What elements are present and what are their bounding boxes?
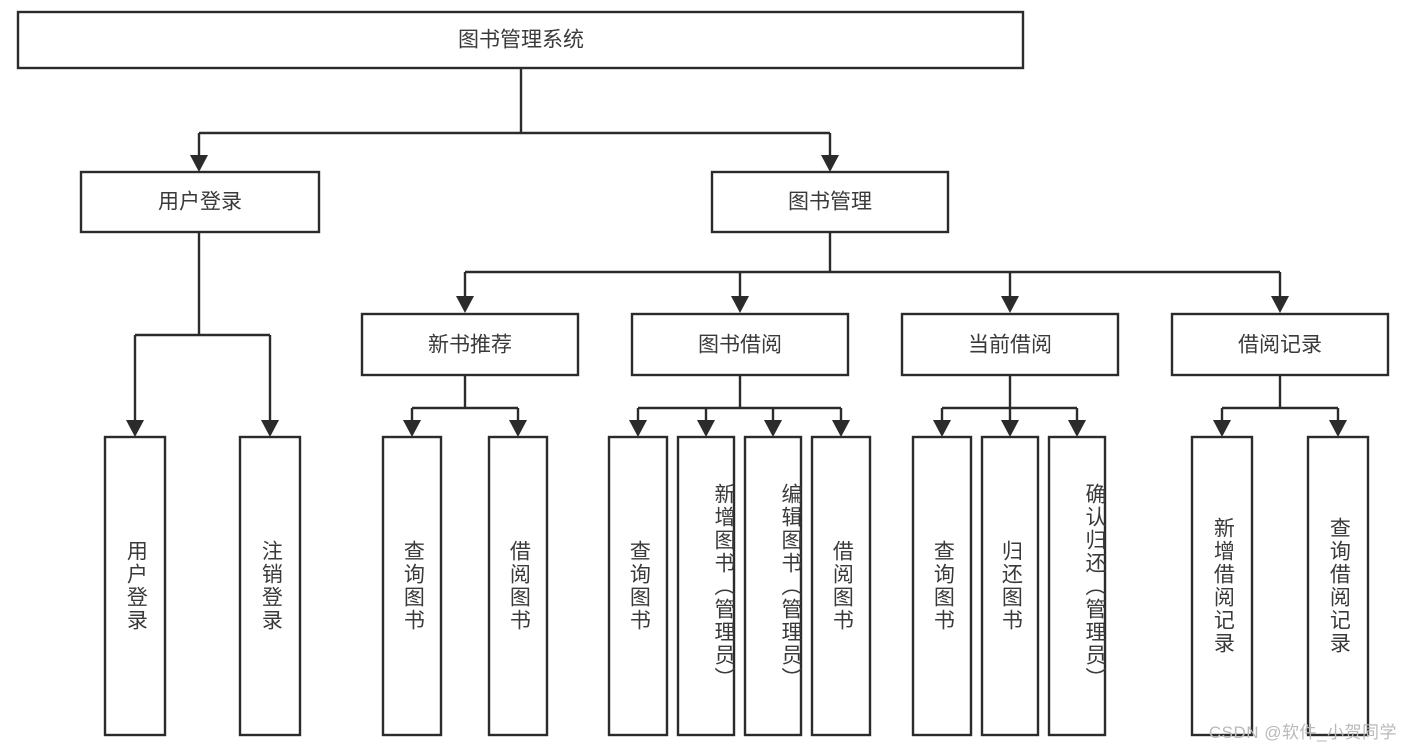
connector-group-user-login (126, 232, 279, 437)
node-leaf-user-login[interactable] (103, 435, 167, 737)
node-leaf-add-book-admin[interactable] (676, 435, 736, 737)
arrowhead-bb-leaf1 (629, 420, 647, 437)
node-leaf-query-book-cb[interactable] (911, 435, 973, 737)
node-root-book-management-system[interactable] (16, 10, 1025, 70)
node-current-borrow[interactable] (900, 312, 1120, 377)
arrowhead-bb-leaf3 (764, 420, 782, 437)
arrowhead-book-manage (821, 155, 839, 172)
connector-group-book-manage (456, 232, 1289, 313)
connector-group-new-book-rec (403, 375, 527, 437)
arrowhead-nbr-leaf1 (403, 420, 421, 437)
node-leaf-query-book-bb[interactable] (607, 435, 669, 737)
connector-group-borrow-record (1213, 375, 1347, 437)
node-book-borrow[interactable] (630, 312, 850, 377)
node-leaf-edit-book-admin[interactable] (743, 435, 803, 737)
connector-group-root (190, 68, 839, 172)
node-leaf-add-borrow-record[interactable] (1190, 435, 1254, 737)
connector-group-current-borrow (933, 375, 1086, 437)
node-book-management[interactable] (710, 170, 950, 234)
csdn-watermark: CSDN @软件_小贺同学 (1208, 723, 1397, 742)
node-leaf-borrow-book-nbr[interactable] (487, 435, 549, 737)
arrowhead-cb-leaf1 (933, 420, 951, 437)
node-user-login[interactable] (79, 170, 321, 234)
node-book-management-label: 图书管理 (788, 191, 872, 214)
arrowhead-book-borrow (731, 296, 749, 313)
node-borrow-record-label: 借阅记录 (1238, 334, 1322, 357)
arrowhead-borrow-record (1271, 296, 1289, 313)
arrowhead-cb-leaf3 (1068, 420, 1086, 437)
node-current-borrow-label: 当前借阅 (968, 334, 1052, 357)
arrowhead-current-borrow (1001, 296, 1019, 313)
arrowhead-br-leaf2 (1329, 420, 1347, 437)
node-leaf-return-book[interactable] (980, 435, 1040, 737)
arrowhead-ul-leaf2 (261, 420, 279, 437)
arrowhead-ul-leaf1 (126, 420, 144, 437)
arrowhead-new-book-rec (456, 296, 474, 313)
node-user-login-label: 用户登录 (158, 191, 242, 214)
arrowhead-cb-leaf2 (1001, 420, 1019, 437)
node-new-book-recommend-label: 新书推荐 (428, 334, 512, 357)
arrowhead-bb-leaf2 (697, 420, 715, 437)
node-leaf-borrow-book-bb[interactable] (810, 435, 872, 737)
node-root-label: 图书管理系统 (458, 29, 584, 52)
node-leaf-logout[interactable] (238, 435, 302, 737)
node-new-book-recommend[interactable] (360, 312, 580, 377)
arrowhead-br-leaf1 (1213, 420, 1231, 437)
connector-group-book-borrow (629, 375, 850, 437)
node-book-borrow-label: 图书借阅 (698, 334, 782, 357)
node-leaf-query-borrow-record[interactable] (1306, 435, 1370, 737)
node-leaf-confirm-return-admin[interactable] (1047, 435, 1107, 737)
arrowhead-nbr-leaf2 (509, 420, 527, 437)
arrowhead-bb-leaf4 (832, 420, 850, 437)
node-borrow-record[interactable] (1170, 312, 1390, 377)
arrowhead-user-login (190, 155, 208, 172)
node-leaf-query-book-nbr[interactable] (381, 435, 443, 737)
